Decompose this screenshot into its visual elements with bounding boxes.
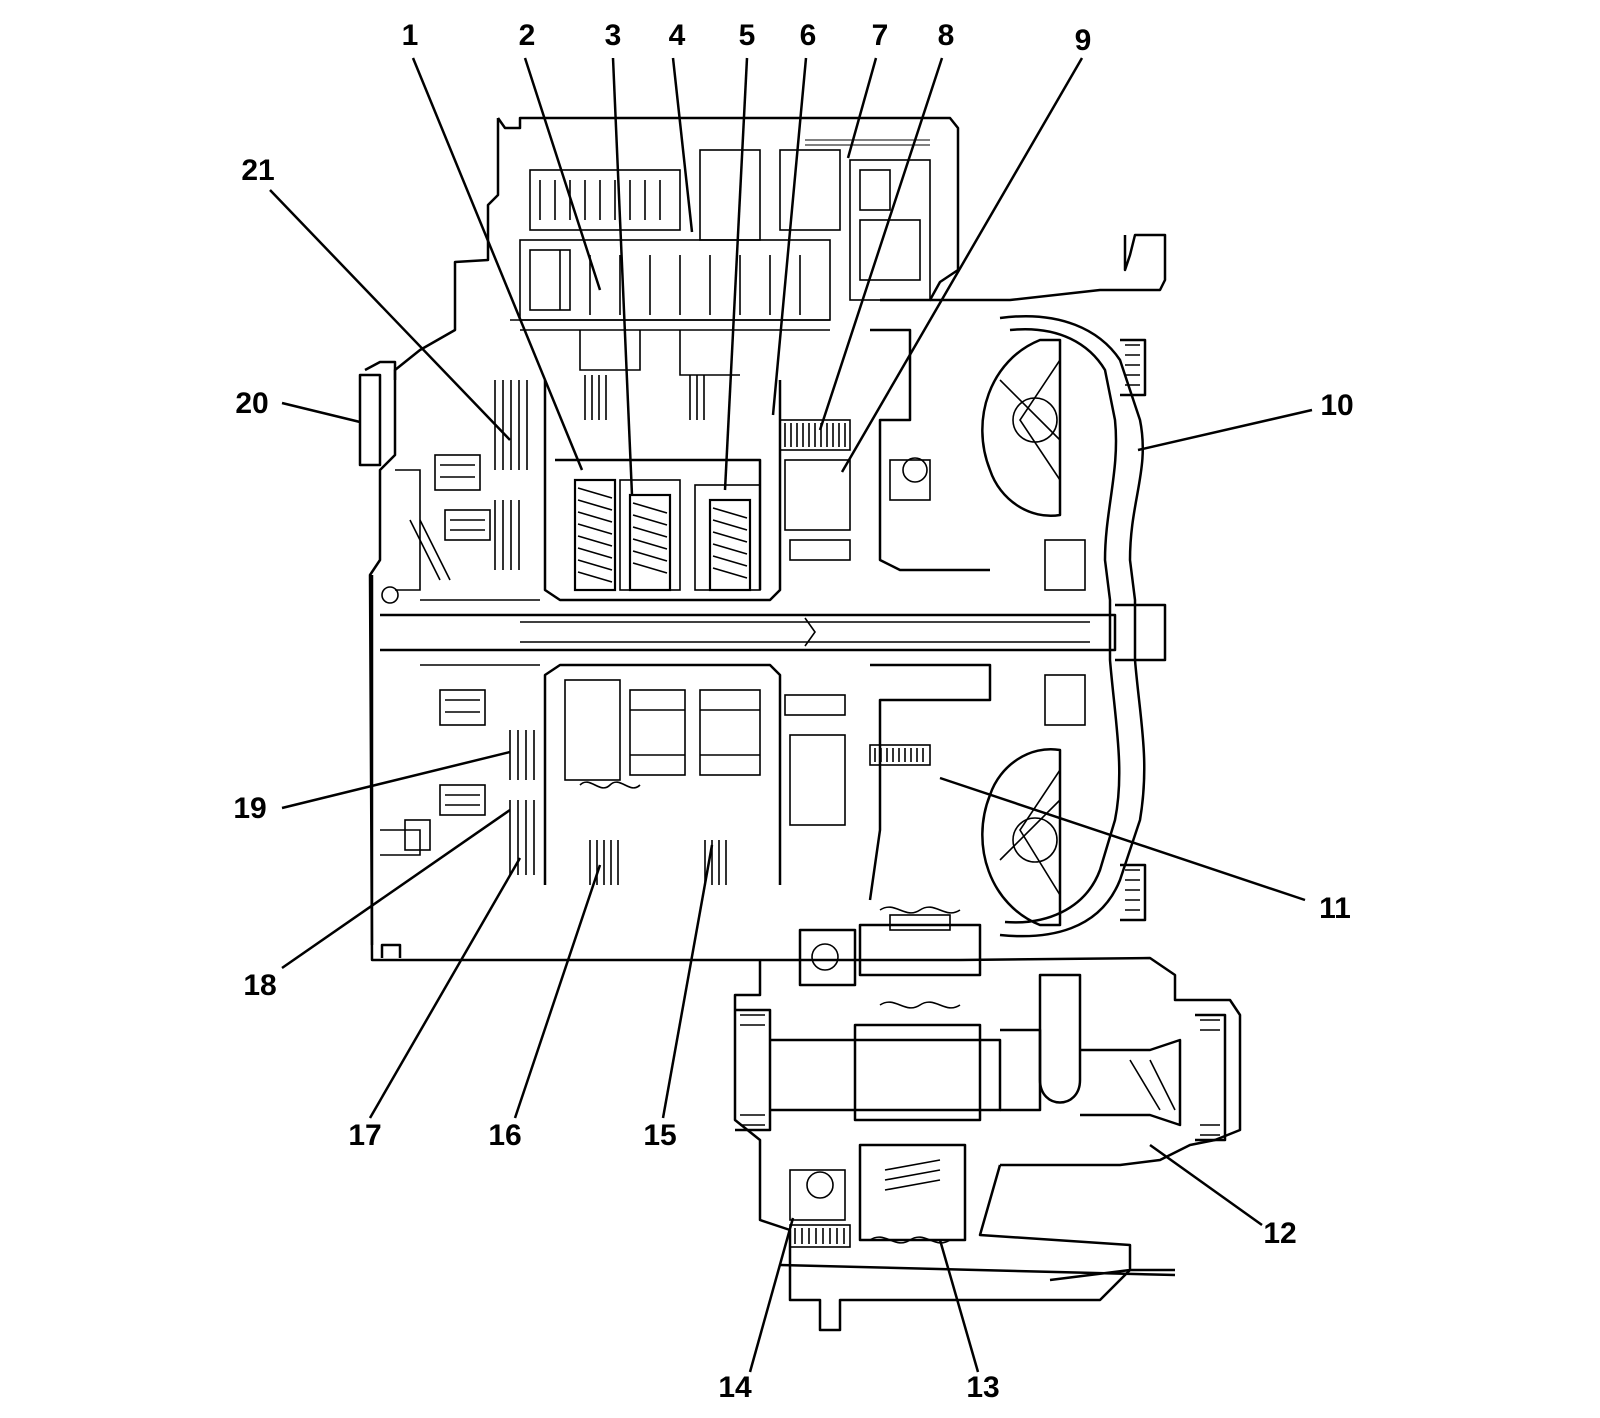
callout-1: 1 [402, 19, 419, 52]
clutch-pack-upper-left [494, 380, 528, 570]
left-end-housing [358, 373, 451, 856]
callout-16: 16 [488, 1119, 521, 1152]
callout-labels: 1 2 3 4 5 6 7 8 9 10 11 12 13 14 15 16 1… [233, 19, 1353, 1404]
leader-13 [938, 1239, 980, 1373]
main-shaft [380, 599, 1167, 666]
leader-9 [840, 57, 1084, 473]
leader-6 [771, 57, 808, 416]
leader-4 [671, 57, 694, 233]
callout-9: 9 [1075, 24, 1092, 57]
callout-11: 11 [1319, 892, 1351, 925]
callout-5: 5 [739, 19, 756, 52]
callout-2: 2 [519, 19, 536, 52]
callout-18: 18 [243, 969, 276, 1002]
callout-8: 8 [938, 19, 955, 52]
leader-17 [368, 857, 522, 1119]
callout-7: 7 [872, 19, 889, 52]
leader-14 [748, 1217, 795, 1373]
leader-16 [513, 864, 602, 1119]
leader-2 [523, 57, 602, 291]
callout-21: 21 [241, 154, 274, 187]
leader-18 [281, 808, 511, 970]
callout-17: 17 [348, 1119, 381, 1152]
callout-4: 4 [669, 19, 686, 52]
callout-3: 3 [605, 19, 622, 52]
callout-19: 19 [233, 792, 266, 825]
callout-12: 12 [1263, 1217, 1296, 1250]
leader-20 [281, 401, 361, 424]
leader-15 [661, 844, 714, 1119]
leader-11 [939, 776, 1306, 902]
leader-10 [1137, 408, 1313, 452]
callout-14: 14 [718, 1371, 752, 1404]
leader-21 [269, 189, 511, 441]
leader-1 [411, 57, 584, 471]
final-drive [735, 906, 1227, 1248]
valve-body [510, 139, 931, 376]
leader-3 [611, 57, 634, 496]
gear-sets-lower [404, 454, 992, 901]
transmission-case [364, 116, 1242, 1332]
leader-12 [1149, 1143, 1263, 1227]
leader-5 [723, 57, 749, 491]
callout-13: 13 [966, 1371, 999, 1404]
callout-10: 10 [1320, 389, 1353, 422]
leader-7 [846, 57, 878, 159]
callout-15: 15 [643, 1119, 676, 1152]
leader-8 [818, 57, 944, 431]
leader-19 [281, 750, 511, 810]
callout-leaders [269, 57, 1313, 1373]
gear-sets-upper [494, 328, 990, 602]
callout-20: 20 [235, 387, 268, 420]
callout-6: 6 [800, 19, 817, 52]
